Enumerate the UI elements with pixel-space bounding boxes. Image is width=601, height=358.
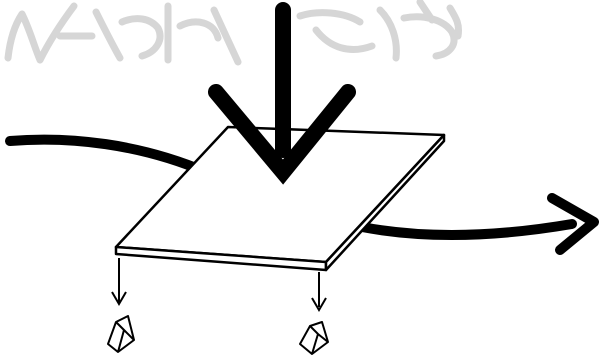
downward-force-arrow: [208, 2, 356, 185]
plate: [114, 125, 446, 272]
left-support-arrow: [111, 258, 127, 306]
right-support-block: [299, 321, 329, 355]
watermark: [4, 0, 462, 66]
outgoing-flow-arrow: [357, 219, 577, 240]
right-support-arrow: [311, 272, 327, 312]
incoming-flow-arrow: [5, 134, 211, 177]
left-support-block: [107, 315, 135, 353]
outgoing-arrow-head: [547, 193, 599, 255]
